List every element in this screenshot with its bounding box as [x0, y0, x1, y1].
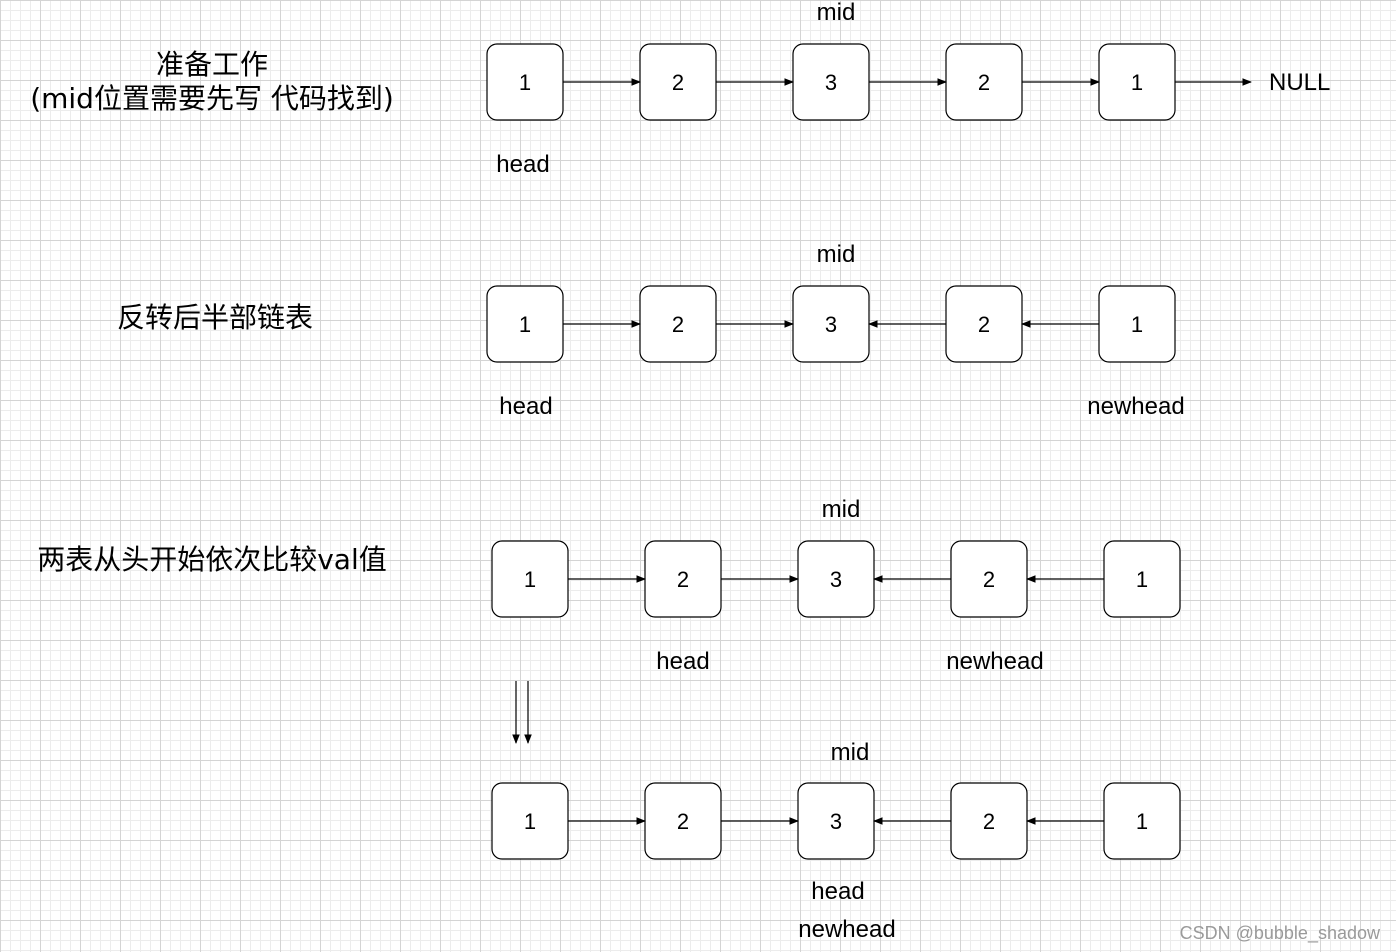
watermark: CSDN @bubble_shadow: [1180, 923, 1381, 944]
row-1-node-4: 2: [945, 43, 1023, 121]
row-3-mid-label: mid: [822, 496, 861, 523]
step-2-title: 反转后半部链表: [117, 301, 313, 334]
row-2-node-1: 1: [486, 285, 564, 363]
step-1-title-line-1: 准备工作: [156, 48, 268, 81]
row-2-node-2: 2: [639, 285, 717, 363]
list-edges: [563, 78, 1252, 825]
node-value: 3: [830, 567, 842, 592]
row-2-node-3: 3: [792, 285, 870, 363]
row-4-node-3: 3: [797, 782, 875, 860]
node-value: 2: [978, 70, 990, 95]
step-1-title-line-2: (mid位置需要先写 代码找到): [30, 82, 394, 115]
pointer-labels: mid head NULL mid head newhead mid head …: [496, 0, 1330, 943]
row-4-head-label: head: [811, 878, 864, 905]
row-3-node-5: 1: [1103, 540, 1181, 618]
row-1-mid-label: mid: [817, 0, 856, 26]
row-1-null-label: NULL: [1269, 69, 1330, 96]
row-3-head-label: head: [656, 648, 709, 675]
node-value: 3: [825, 312, 837, 337]
row-3-node-3: 3: [797, 540, 875, 618]
node-value: 1: [519, 70, 531, 95]
node-value: 1: [524, 567, 536, 592]
node-value: 2: [672, 70, 684, 95]
row-2-mid-label: mid: [817, 241, 856, 268]
row-4-node-1: 1: [491, 782, 569, 860]
node-value: 2: [677, 567, 689, 592]
node-value: 1: [1131, 312, 1143, 337]
row-3-newhead-label: newhead: [946, 648, 1043, 675]
row-4-mid-label: mid: [831, 739, 870, 766]
node-value: 1: [1136, 567, 1148, 592]
row-3-node-2: 2: [644, 540, 722, 618]
row-4-node-2: 2: [644, 782, 722, 860]
row-3-node-4: 2: [950, 540, 1028, 618]
row-2-node-5: 1: [1098, 285, 1176, 363]
row-4-node-5: 1: [1103, 782, 1181, 860]
row-1-node-2: 2: [639, 43, 717, 121]
node-value: 1: [1136, 809, 1148, 834]
step-3-title: 两表从头开始依次比较val值: [37, 543, 387, 576]
row-2-node-4: 2: [945, 285, 1023, 363]
node-value: 3: [830, 809, 842, 834]
row-4-node-4: 2: [950, 782, 1028, 860]
node-value: 2: [983, 809, 995, 834]
list-nodes: 1 2 3 2 1 1 2 3 2 1 1 2 3 2 1 1 2 3 2 1: [486, 43, 1181, 860]
row-3-node-1: 1: [491, 540, 569, 618]
node-value: 3: [825, 70, 837, 95]
node-value: 1: [1131, 70, 1143, 95]
row-1-node-5: 1: [1098, 43, 1176, 121]
node-value: 1: [524, 809, 536, 834]
node-value: 2: [677, 809, 689, 834]
node-value: 2: [978, 312, 990, 337]
row-1-node-1: 1: [486, 43, 564, 121]
node-value: 2: [983, 567, 995, 592]
row-2-head-label: head: [499, 393, 552, 420]
double-down-arrow-icon: [512, 681, 532, 744]
row-2-newhead-label: newhead: [1087, 393, 1184, 420]
row-1-head-label: head: [496, 151, 549, 178]
row-1-node-3: 3: [792, 43, 870, 121]
node-value: 1: [519, 312, 531, 337]
row-4-newhead-label: newhead: [798, 916, 895, 943]
node-value: 2: [672, 312, 684, 337]
step-titles: 准备工作 (mid位置需要先写 代码找到) 反转后半部链表 两表从头开始依次比较…: [30, 48, 394, 576]
